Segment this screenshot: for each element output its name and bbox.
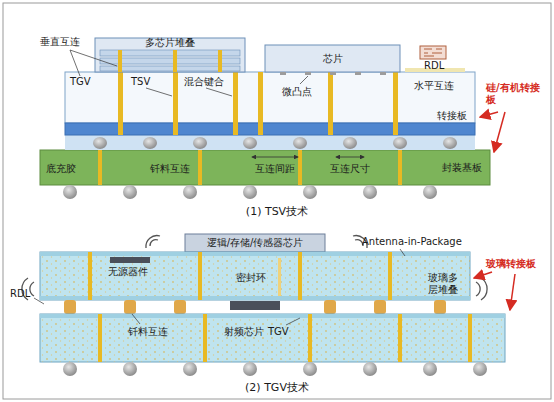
part-label: 无源器件 [108, 266, 148, 278]
node-text: 逻辑/存储/传感器芯片 [207, 237, 304, 249]
part-label: TGV [268, 326, 289, 338]
part-label: RDL [424, 60, 444, 72]
part-label: TSV [131, 76, 150, 88]
part-label: TGV [70, 76, 91, 88]
chip-stack: 多芯片堆叠 [95, 37, 245, 51]
logic-chip: 逻辑/存储/传感器芯片 [185, 234, 325, 252]
category-label: 玻璃转接板 [486, 258, 536, 270]
dimension-label: 互连间距 [255, 163, 295, 175]
node-text: 封装基板 [442, 162, 482, 174]
node-text: 芯片 [323, 53, 343, 65]
part-label: 射频芯片 [224, 326, 264, 338]
part-label: 垂直互连 [40, 36, 80, 48]
part-label: 微凸点 [282, 86, 312, 98]
part-label: 钎料互连 [150, 163, 190, 175]
part-label: 钎料互连 [128, 326, 168, 338]
part-label: 密封环 [236, 272, 266, 284]
panel-caption: (2) TGV技术 [245, 381, 309, 394]
panel-caption: (1) TSV技术 [246, 205, 308, 218]
part-label: RDL [10, 288, 30, 300]
node-text: 多芯片堆叠 [145, 37, 195, 49]
part-label: 玻璃多层堆叠 [428, 272, 460, 296]
part-label: 混合键合 [184, 76, 224, 88]
part-label: 底充胶 [46, 163, 76, 175]
chip-box: 芯片 [265, 45, 400, 72]
node-text: 转接板 [437, 110, 467, 122]
interposer-band: 转接板 [65, 100, 475, 123]
category-label: 硅/有机转接板 [486, 82, 546, 106]
part-label: 水平互连 [414, 80, 454, 92]
dimension-label: 互连尺寸 [330, 163, 370, 175]
part-label: Antenna-in-Package [362, 236, 462, 248]
